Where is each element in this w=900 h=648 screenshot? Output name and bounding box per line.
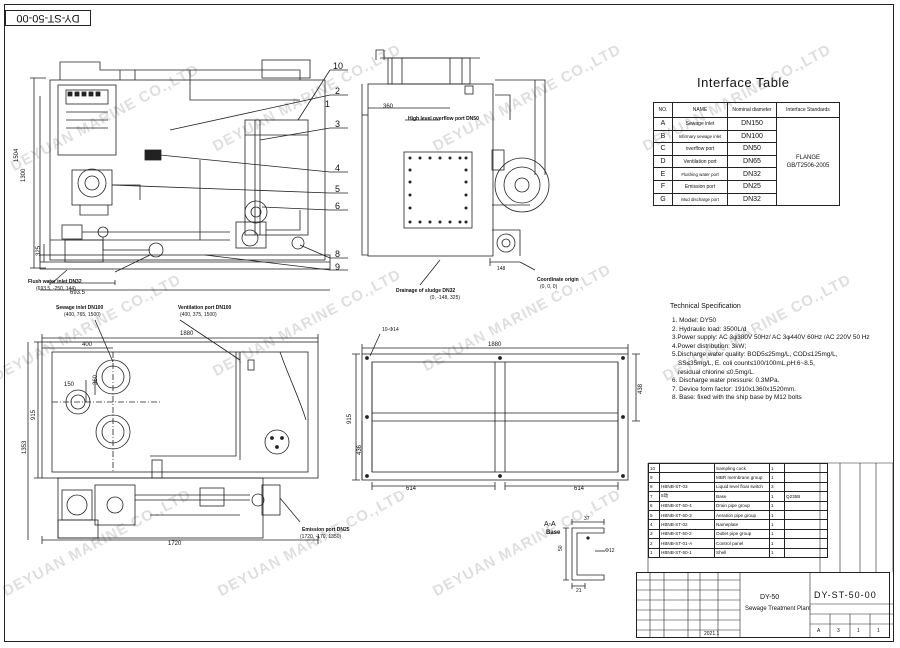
ventilation-port-label: Ventilation port DN100 — [178, 305, 232, 311]
list-item: 8. Base: fixed with the ship base by M12… — [672, 394, 802, 402]
sewage-inlet-coord: (400, 765, 1500) — [64, 312, 101, 318]
side-view — [361, 49, 550, 286]
base-dim-614b: 614 — [574, 486, 585, 492]
section-sub-label: Base — [546, 530, 561, 536]
tech-spec-list: 1. Model: DY50 2. Hydraulic load: 3500L/… — [672, 317, 870, 403]
base-view — [352, 333, 640, 589]
coordinate-origin-label: Coordinate origin — [537, 277, 579, 283]
emission-port-label: Emission port DN25 — [302, 527, 350, 533]
header-dn: Nominal diameter — [727, 102, 777, 118]
bom-cell-mat — [784, 547, 828, 558]
callout-3: 3 — [335, 119, 341, 129]
dim-148: 148 — [497, 266, 506, 272]
top-dim-400: 400 — [82, 342, 93, 348]
tech-spec-title: Technical Specification — [670, 303, 741, 310]
title-date: 2021.1 — [704, 631, 720, 637]
sludge-drain-coord: (0, -148, 325) — [430, 295, 461, 301]
title-name: Sewage Treatment Plant — [745, 606, 811, 612]
base-dim-614a: 614 — [406, 486, 417, 492]
list-item: 2. Hydraulic load: 3500L/d — [672, 325, 747, 333]
sewage-inlet-label: Sewage inlet DN100 — [56, 305, 104, 311]
front-view — [30, 59, 348, 291]
title-code: DY-ST-50-00 — [814, 590, 877, 600]
emission-port-coord: (1720, -170, 1350) — [300, 534, 342, 540]
scale-3: 3 — [837, 628, 840, 634]
scale-1b: 1 — [877, 628, 880, 634]
callout-4: 4 — [335, 163, 341, 173]
title-block — [636, 572, 890, 638]
callout-9: 9 — [335, 262, 341, 272]
interface-table-title: Interface Table — [697, 75, 790, 90]
overflow-port-label: High level overflow port DN50 — [408, 116, 479, 122]
list-item: residual chlorine ≤0.5mg/L. — [678, 368, 755, 376]
dim-693: 693.5 — [70, 290, 86, 296]
top-dim-1720: 1720 — [168, 541, 182, 547]
sec-dim-37: 37 — [584, 516, 590, 522]
callout-6: 6 — [335, 201, 341, 211]
callout-2: 2 — [335, 86, 341, 96]
callout-5: 5 — [335, 184, 341, 194]
title-model: DY-50 — [760, 594, 780, 601]
list-item: 1. Model: DY50 — [672, 317, 717, 324]
section-label: A-A — [544, 521, 556, 528]
sludge-drain-label: Drainage of sludge DN32 — [396, 288, 456, 294]
top-dim-150: 150 — [64, 382, 75, 388]
flush-inlet-coord: (693.5, -250, 144) — [36, 286, 76, 292]
callout-8: 8 — [335, 249, 341, 259]
scale-1a: 1 — [857, 628, 860, 634]
list-item: SS≤35mg/L, E. coli count≤100/100mL,pH:6~… — [678, 359, 815, 367]
list-item: 6. Discharge water pressure: 0.3MPa. — [672, 377, 780, 385]
table-row: A Sewage inlet DN150 FLANGE GB/T2506-200… — [653, 116, 840, 207]
top-dim-1880: 1880 — [180, 331, 194, 337]
list-item: 3.Power supply: AC 3φ380V 50Hz/ AC 3φ440… — [672, 334, 870, 342]
callout-1: 1 — [325, 99, 331, 109]
top-view — [27, 319, 319, 544]
list-item: 5.Discharge water quality: BOD5≤25mg/L, … — [672, 351, 838, 359]
list-item: 4.Power distribution: 3kW; — [672, 342, 747, 350]
flush-inlet-label: Flush water inlet DN32 — [28, 279, 82, 285]
header-no: NO. — [653, 102, 673, 118]
list-item: 7. Device form factor: 1910x1360x1520mm. — [672, 385, 796, 393]
drawing-frame — [4, 4, 894, 642]
interface-standard: FLANGE GB/T2506-2005 — [776, 116, 840, 207]
base-dim-1880: 1880 — [488, 342, 502, 348]
sec-dim-12: Φ12 — [605, 548, 615, 554]
coordinate-origin-coord: (0, 0, 0) — [540, 284, 558, 290]
ventilation-port-coord: (400, 375, 1500) — [180, 312, 217, 318]
callout-10: 10 — [333, 61, 344, 71]
interface-table: NO. NAME Nominal diameter Interface Stan… — [653, 102, 840, 207]
hole-label: 10-Φ14 — [382, 327, 399, 333]
dim-360: 360 — [383, 104, 394, 110]
sec-dim-21: 21 — [576, 588, 582, 594]
scale-a: A — [817, 628, 821, 634]
